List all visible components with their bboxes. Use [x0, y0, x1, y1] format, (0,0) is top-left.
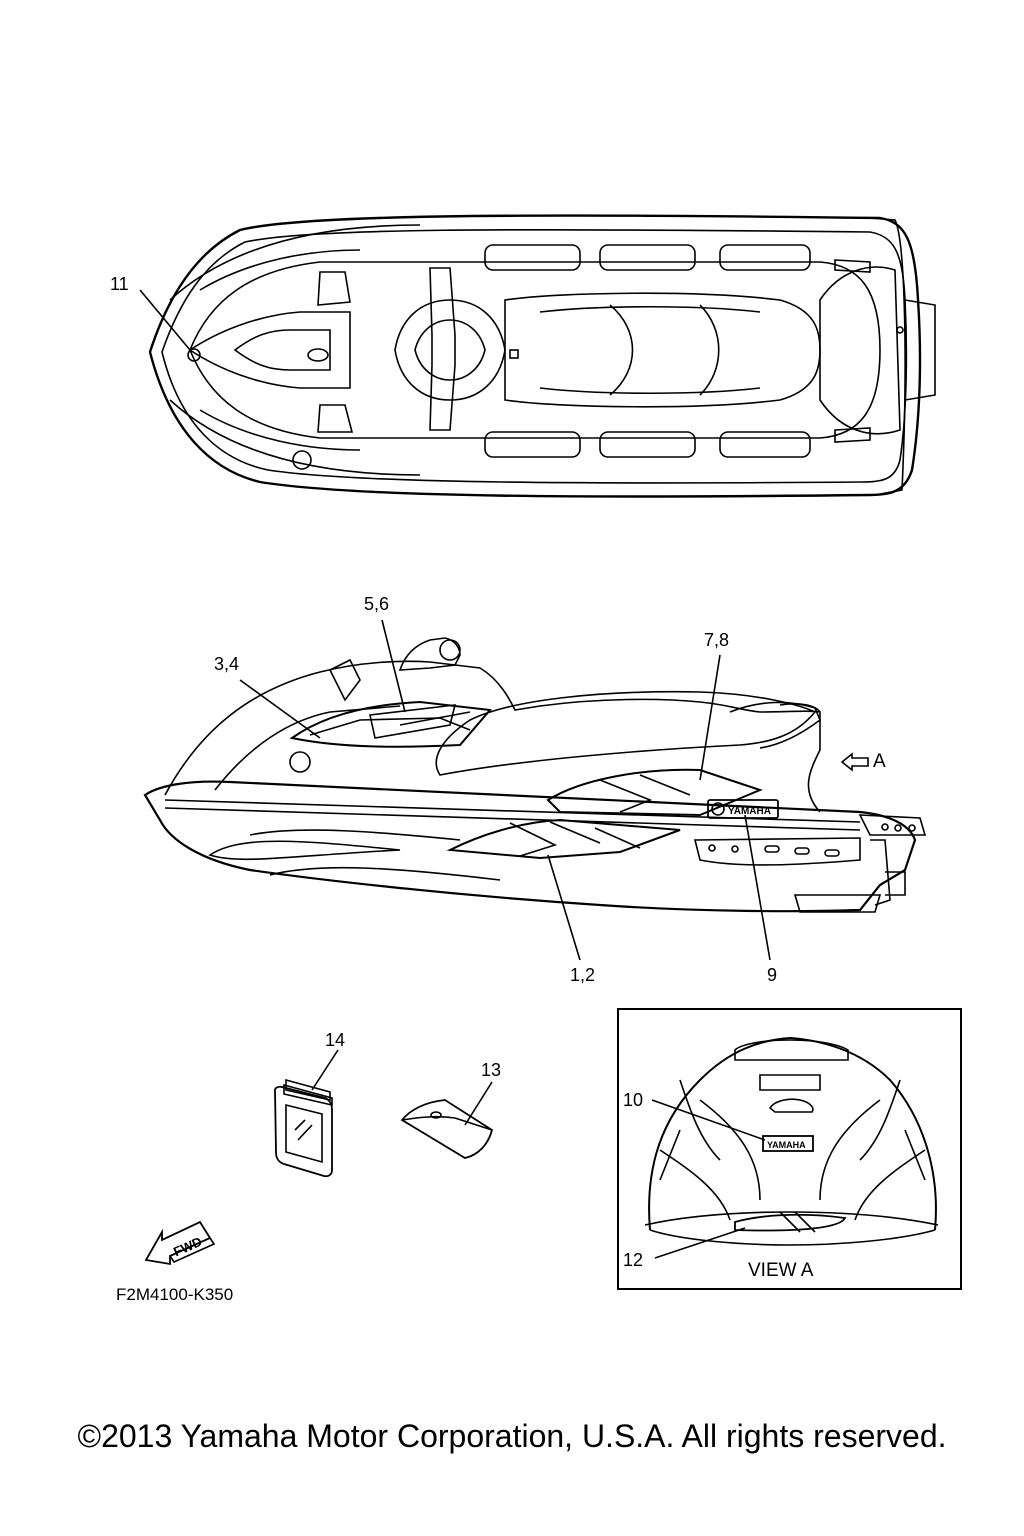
leader-line-13 — [464, 1081, 493, 1126]
view-a-title: VIEW A — [748, 1260, 814, 1281]
part-14-pouch — [274, 1078, 333, 1178]
leader-line-10 — [651, 1099, 766, 1141]
view-a-frame — [617, 1008, 962, 1290]
callout-13: 13 — [481, 1060, 502, 1080]
callout-12: 12 — [623, 1250, 644, 1270]
leader-line-14 — [311, 1049, 339, 1091]
leader-line-9 — [744, 814, 771, 961]
callout-5-6: 5,6 — [364, 594, 390, 614]
callout-9: 9 — [767, 965, 778, 985]
yamaha-view-a-text: YAMAHA — [767, 1140, 806, 1150]
view-a-marker: A — [873, 751, 886, 772]
callout-10: 10 — [623, 1090, 644, 1110]
part-13-sleeve — [400, 1099, 494, 1159]
drawing-code: F2M4100-K350 — [116, 1285, 234, 1304]
view-a-arrow — [840, 752, 869, 772]
callout-11: 11 — [110, 274, 129, 294]
leader-line-1-2 — [547, 854, 581, 961]
rear-decal — [546, 768, 763, 817]
callout-7-8: 7,8 — [704, 630, 730, 650]
copyright-notice: ©2013 Yamaha Motor Corporation, U.S.A. A… — [77, 1418, 947, 1454]
callout-14: 14 — [325, 1030, 346, 1050]
yamaha-side-text: YAMAHA — [728, 806, 771, 817]
callout-1-2: 1,2 — [570, 965, 596, 985]
callout-3-4: 3,4 — [214, 654, 240, 674]
view-a-rear-watercraft: YAMAHA — [644, 1036, 939, 1246]
yamaha-side-decal: YAMAHA — [707, 799, 779, 819]
deck-decal — [289, 700, 492, 748]
side-view-watercraft — [143, 637, 927, 913]
leader-line-12 — [654, 1227, 746, 1259]
side-decal — [446, 818, 681, 860]
leader-line-5-6 — [381, 619, 406, 713]
top-view-watercraft — [148, 214, 936, 498]
leader-line-3-4 — [239, 679, 321, 739]
leader-line-11 — [139, 289, 191, 351]
leader-line-7-8 — [699, 654, 721, 781]
fwd-arrow-icon: FWD — [144, 1220, 216, 1266]
